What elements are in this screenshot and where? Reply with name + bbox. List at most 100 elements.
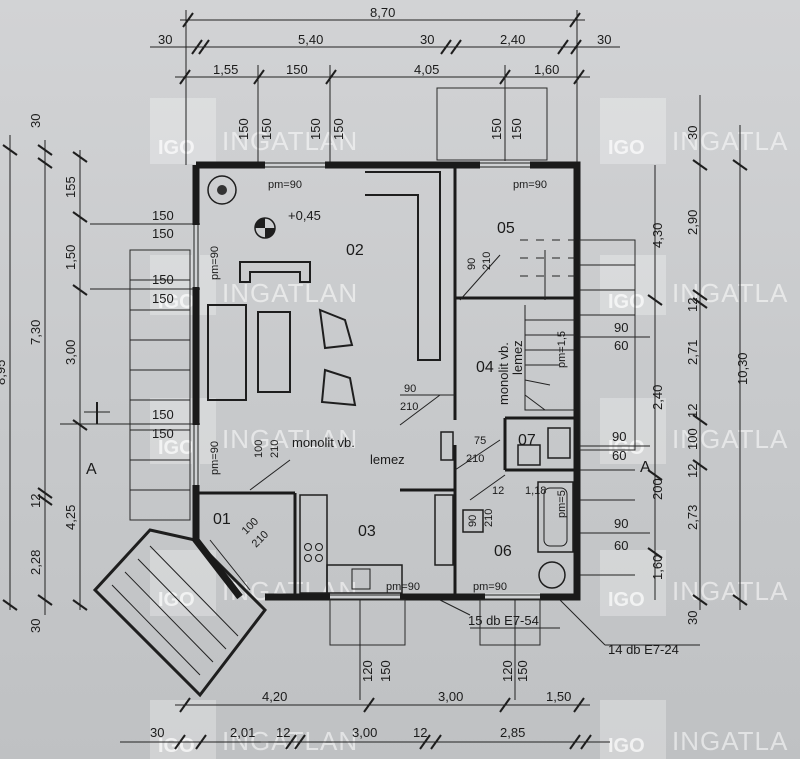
opening-150: 150 bbox=[489, 118, 504, 140]
window-dim: 150 bbox=[152, 208, 174, 223]
dim-tick bbox=[72, 419, 88, 431]
dim-tick bbox=[2, 599, 18, 611]
dim-tick bbox=[450, 39, 462, 55]
watermark-text: INGATLAN bbox=[222, 726, 358, 756]
sill-height: pm=90 bbox=[386, 581, 420, 593]
level-marker-icon bbox=[265, 228, 275, 238]
stove-burner-icon bbox=[315, 543, 323, 551]
opening-150: 150 bbox=[509, 118, 524, 140]
kitchen-counter bbox=[299, 494, 328, 594]
watermark-text: INGATLA bbox=[672, 424, 788, 454]
watermark-logo-box bbox=[150, 98, 216, 164]
dim-tick bbox=[179, 69, 191, 85]
slab-note: monolit vb. bbox=[496, 342, 511, 405]
dim-tick bbox=[294, 734, 306, 750]
opening-150: 150 bbox=[308, 118, 323, 140]
outer-wall bbox=[192, 495, 243, 600]
door-leaf bbox=[399, 394, 441, 426]
dim-tick bbox=[692, 459, 708, 471]
dim-tick bbox=[37, 487, 53, 499]
window-dim: 150 bbox=[152, 426, 174, 441]
dim-left-0: 30 bbox=[28, 114, 43, 128]
opening-150: 150 bbox=[515, 660, 530, 682]
toilet bbox=[517, 444, 541, 466]
dim-tick bbox=[647, 469, 663, 481]
dim-tick bbox=[499, 697, 511, 713]
terrace-outline bbox=[329, 599, 406, 646]
dim-top-row2-3: 2,40 bbox=[500, 32, 525, 47]
sofa-side bbox=[207, 304, 247, 401]
dim-right-3: 12 bbox=[685, 298, 700, 312]
dim-tick bbox=[253, 69, 265, 85]
dim-top-row3-2: 4,05 bbox=[414, 62, 439, 77]
watermark-logo-box bbox=[600, 98, 666, 164]
dim-tick bbox=[72, 151, 88, 163]
watermark-logo: IGO bbox=[158, 291, 195, 313]
window-gap bbox=[485, 593, 540, 601]
window-dim: 60 bbox=[614, 338, 628, 353]
watermark-text: INGATLAN bbox=[222, 126, 358, 156]
stair-outline bbox=[524, 305, 575, 411]
dim-right-13: 30 bbox=[685, 611, 700, 625]
leader-line bbox=[559, 599, 606, 646]
dim-top-row2-4: 30 bbox=[597, 32, 611, 47]
terrace-outline bbox=[129, 249, 191, 521]
dim-tick bbox=[430, 734, 442, 750]
right-dimensions: 30 2,90 4,30 12 2,71 10,30 2,40 12 100 1… bbox=[579, 95, 750, 625]
dim-left-13: 2,28 bbox=[28, 550, 43, 575]
dim-left-4: 1,50 bbox=[63, 245, 78, 270]
shower-icon bbox=[538, 561, 566, 589]
dim-tick bbox=[285, 734, 297, 750]
door-leaf bbox=[209, 539, 251, 591]
dim-tick bbox=[580, 734, 592, 750]
room-label-01: 01 bbox=[213, 511, 231, 528]
watermark-logo-box bbox=[600, 700, 666, 759]
room-label-03: 03 bbox=[358, 523, 376, 540]
opening-150: 150 bbox=[378, 660, 393, 682]
armchair bbox=[318, 308, 354, 350]
dim-bottom-row1-1: 3,00 bbox=[438, 689, 463, 704]
slab-note: monolit vb. bbox=[292, 435, 355, 450]
dim-bottom-row2-0: 30 bbox=[150, 725, 164, 740]
bottom-dimensions: 15 db E7-54 14 db E7-24 120 150 120 150 … bbox=[120, 599, 700, 750]
dim-tick bbox=[2, 144, 18, 156]
dim-right-11: 200 bbox=[650, 478, 665, 500]
stair-step bbox=[149, 545, 239, 637]
dim-left-7: 7,30 bbox=[28, 320, 43, 345]
dim-tick bbox=[573, 69, 585, 85]
dim-tick bbox=[182, 12, 194, 28]
dim-tick bbox=[198, 39, 210, 55]
plant-icon bbox=[217, 185, 227, 195]
elevation-label: +0,45 bbox=[288, 208, 321, 223]
watermark-group: IGO INGATLAN IGO INGATLA IGO INGATLAN IG… bbox=[150, 98, 788, 759]
opening-120: 120 bbox=[360, 660, 375, 682]
opening-150: 150 bbox=[236, 118, 251, 140]
watermark-logo: IGO bbox=[608, 137, 645, 159]
dim-bottom-row2-4: 12 bbox=[413, 725, 427, 740]
door-size: 210 bbox=[269, 440, 281, 458]
stair-step bbox=[524, 394, 546, 411]
dim-tick bbox=[692, 414, 708, 426]
window-gap bbox=[480, 161, 530, 169]
left-terrace bbox=[129, 249, 191, 521]
door-leaf bbox=[459, 254, 501, 301]
room-label-02: 02 bbox=[346, 242, 364, 259]
dim-right-12: 1,60 bbox=[650, 555, 665, 580]
dim-top-row2-0: 30 bbox=[158, 32, 172, 47]
sofa bbox=[239, 261, 311, 283]
dim-tick bbox=[37, 594, 53, 606]
dim-tick bbox=[569, 12, 581, 28]
stove-burner-icon bbox=[315, 554, 323, 562]
dim-left-1: 155 bbox=[63, 176, 78, 198]
door-leaf bbox=[469, 474, 506, 501]
window-dim: 90 bbox=[614, 516, 628, 531]
sill-height: pm=90 bbox=[268, 179, 302, 191]
dim-right-8: 100 bbox=[685, 428, 700, 450]
door-leaf bbox=[454, 439, 501, 471]
stair-step bbox=[137, 558, 227, 650]
dim-tick bbox=[37, 494, 53, 506]
dim-tick bbox=[325, 69, 337, 85]
dim-top-row2-2: 30 bbox=[420, 32, 434, 47]
room-label-07: 07 bbox=[518, 432, 536, 449]
